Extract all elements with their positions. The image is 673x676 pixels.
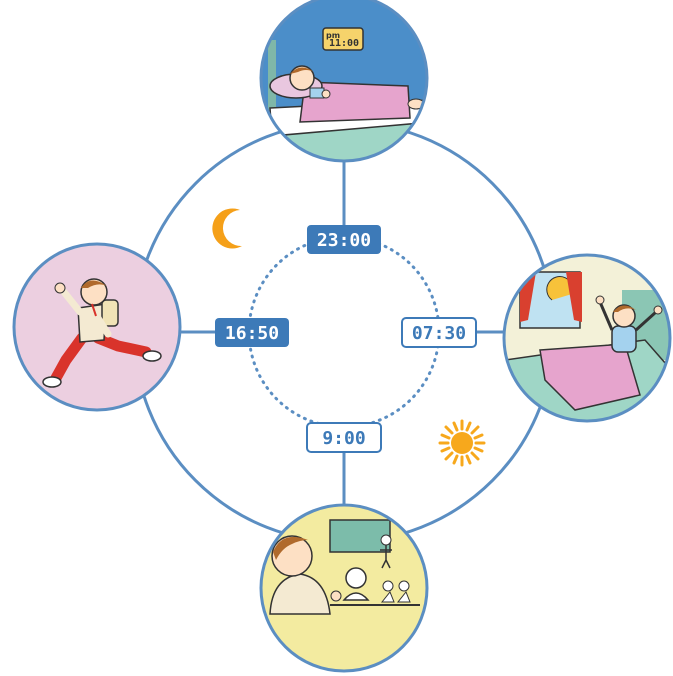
time-label-school: 9:00	[306, 422, 382, 453]
time-label-afternoon: 16:50	[215, 318, 289, 347]
time-text-school: 9:00	[322, 428, 365, 449]
clock-period: pm	[326, 31, 340, 40]
scene-running-home	[12, 242, 182, 412]
time-text-afternoon: 16:50	[225, 323, 279, 344]
sun-icon	[438, 419, 486, 467]
scene-school	[259, 503, 429, 673]
moon-icon	[212, 208, 242, 249]
clock-time: 11:00	[329, 38, 359, 49]
time-text-night: 23:00	[317, 230, 371, 251]
scene-waking-up	[502, 253, 672, 423]
time-text-wake: 07:30	[412, 323, 466, 344]
time-label-night: 23:00	[307, 225, 381, 254]
scene-sleeping: pm 11:00	[259, 0, 429, 163]
alarm-clock: pm 11:00	[322, 27, 364, 51]
time-label-wake: 07:30	[401, 317, 477, 348]
